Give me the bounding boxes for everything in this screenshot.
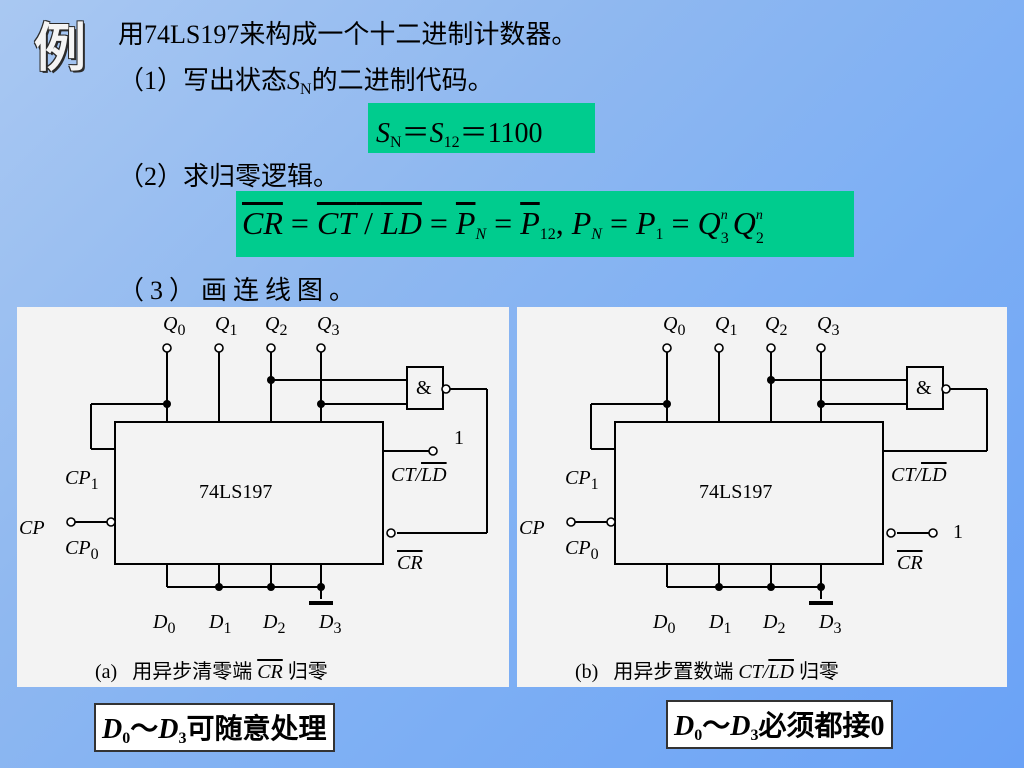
and-gate-symbol: & bbox=[916, 377, 932, 399]
d0-label: D0 bbox=[653, 611, 676, 637]
d2-label: D2 bbox=[263, 611, 286, 637]
circuit-panel-b: 74LS197 Q0 Q1 Q2 Q3 D0 D1 D2 D3 CP1 CP C… bbox=[517, 307, 1007, 687]
cr-label: CR bbox=[897, 552, 923, 574]
logic-one-label: 1 bbox=[454, 427, 464, 449]
and-gate-symbol: & bbox=[416, 377, 432, 399]
d2-label: D2 bbox=[763, 611, 786, 637]
circuit-diagram-a bbox=[66, 343, 488, 605]
q0-label: Q0 bbox=[663, 313, 686, 339]
q3-label: Q3 bbox=[817, 313, 840, 339]
ctld-label: CT/LD bbox=[891, 464, 947, 486]
caption-a: (a) 用异步清零端 CR 归零 bbox=[95, 661, 328, 683]
d3-label: D3 bbox=[319, 611, 342, 637]
ctld-label: CT/LD bbox=[391, 464, 447, 486]
problem-title: 用74LS197来构成一个十二进制计数器。 bbox=[118, 20, 578, 49]
note-right: D0～D3必须都接0 bbox=[666, 700, 893, 749]
cr-label: CR bbox=[397, 552, 423, 574]
step-2: （2）求归零逻辑。 bbox=[118, 162, 340, 191]
cp-label: CP bbox=[519, 517, 545, 539]
step-3: （3）画连线图。 bbox=[118, 276, 362, 305]
circuit-diagram-b bbox=[566, 343, 988, 605]
q1-label: Q1 bbox=[715, 313, 738, 339]
example-mark: 例 bbox=[34, 19, 87, 79]
cp-label: CP bbox=[19, 517, 45, 539]
d0-label: D0 bbox=[153, 611, 176, 637]
q1-label: Q1 bbox=[215, 313, 238, 339]
logic-one-label: 1 bbox=[953, 521, 963, 543]
d1-label: D1 bbox=[209, 611, 232, 637]
caption-b: (b) 用异步置数端 CT/LD 归零 bbox=[575, 661, 839, 683]
d1-label: D1 bbox=[709, 611, 732, 637]
q0-label: Q0 bbox=[163, 313, 186, 339]
cp0-label: CP0 bbox=[565, 537, 599, 563]
chip-body bbox=[114, 421, 384, 565]
cp1-label: CP1 bbox=[65, 467, 99, 493]
step-1: （1）写出状态SN的二进制代码。 bbox=[118, 66, 494, 98]
formula-1-box: SN＝S12＝1100 bbox=[368, 103, 595, 153]
formula-1: SN＝S12＝1100 bbox=[376, 118, 543, 151]
q2-label: Q2 bbox=[265, 313, 288, 339]
chip-body bbox=[614, 421, 884, 565]
q3-label: Q3 bbox=[317, 313, 340, 339]
cp0-label: CP0 bbox=[65, 537, 99, 563]
d3-label: D3 bbox=[819, 611, 842, 637]
chip-name: 74LS197 bbox=[199, 481, 273, 503]
q2-label: Q2 bbox=[765, 313, 788, 339]
circuit-panel-a: 74LS197 Q0 Q1 Q2 Q3 D0 D1 D2 D3 CP1 CP C… bbox=[17, 307, 509, 687]
cp1-label: CP1 bbox=[565, 467, 599, 493]
chip-name: 74LS197 bbox=[699, 481, 773, 503]
note-left: D0～D3可随意处理 bbox=[94, 703, 335, 752]
